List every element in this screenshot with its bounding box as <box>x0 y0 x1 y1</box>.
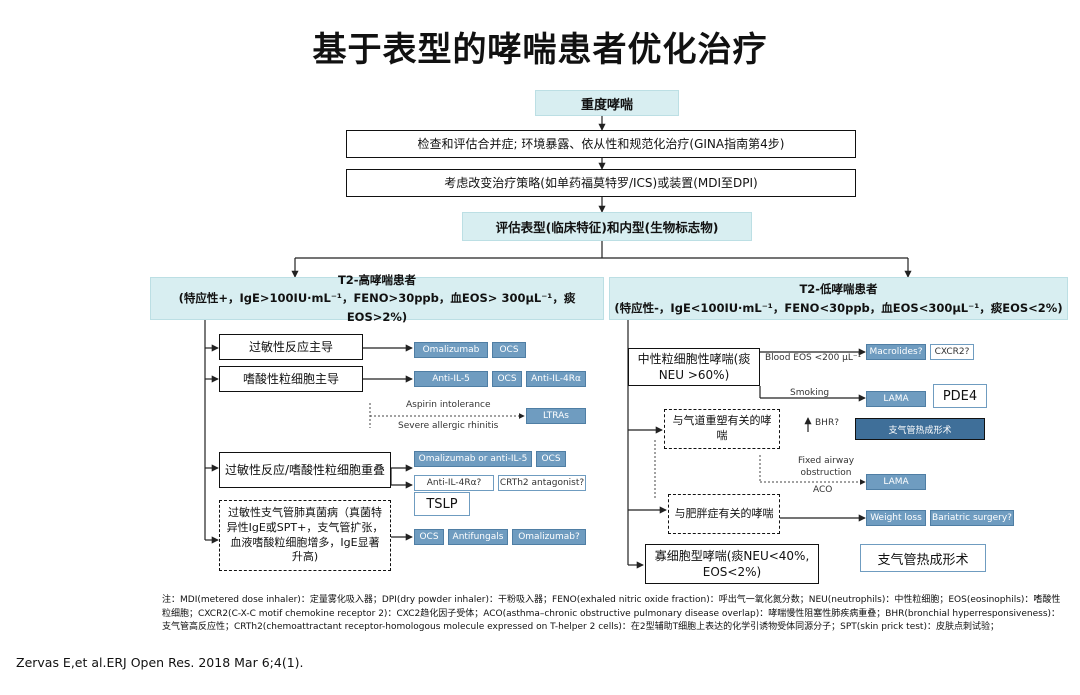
comorbidity-check-box: 检查和评估合并症; 环境暴露、依从性和规范化治疗(GINA指南第4步) <box>346 130 856 158</box>
cxcr2-tag: CXCR2? <box>930 344 974 360</box>
omalizumab-q-tag: Omalizumab? <box>512 529 586 545</box>
t2-low-header: T2-低哮喘患者 (特应性-，IgE<100IU·mL⁻¹，FENO<30ppb… <box>609 277 1068 320</box>
ocs-tag-2: OCS <box>492 371 522 387</box>
ocs-tag-3: OCS <box>536 451 566 467</box>
omalizumab-tag: Omalizumab <box>414 342 488 358</box>
bhr-label: BHR? <box>815 418 839 428</box>
t2-high-title: T2-高哮喘患者 <box>337 272 417 287</box>
anti-il4-tag: Anti-IL-4Rα <box>526 371 586 387</box>
neutrophilic-asthma-box: 中性粒细胞性哮喘(痰NEU >60%) <box>628 348 760 386</box>
severe-asthma-box: 重度哮喘 <box>535 90 679 116</box>
strategy-change-box: 考虑改变治疗策略(如单药福莫特罗/ICS)或装置(MDI至DPI) <box>346 169 856 197</box>
tslp-box: TSLP <box>414 492 470 516</box>
citation: Zervas E,et al.ERJ Open Res. 2018 Mar 6;… <box>16 655 304 670</box>
pde4-box: PDE4 <box>933 384 987 408</box>
anti-il4q-tag: Anti-IL-4Rα? <box>414 475 494 491</box>
allergy-dominant-box: 过敏性反应主导 <box>219 334 363 360</box>
t2-low-criteria: (特应性-，IgE<100IU·mL⁻¹，FENO<30ppb，血EOS<300… <box>614 300 1063 315</box>
abpa-box: 过敏性支气管肺真菌病（真菌特异性IgE或SPT+，支气管扩张，血液嗜酸粒细胞增多… <box>219 500 391 571</box>
omalizumab-or-il5-tag: Omalizumab or anti-IL-5 <box>414 451 532 467</box>
ocs-tag: OCS <box>492 342 526 358</box>
anti-il5-tag: Anti-IL-5 <box>414 371 488 387</box>
obesity-asthma-box: 与肥胖症有关的哮喘 <box>668 494 780 534</box>
lama-tag-2: LAMA <box>866 474 926 490</box>
rhinitis-label: Severe allergic rhinitis <box>398 421 499 431</box>
ltras-tag: LTRAs <box>526 408 586 424</box>
antifungals-tag: Antifungals <box>448 529 508 545</box>
weight-loss-tag: Weight loss <box>866 510 926 526</box>
crth2-tag: CRTh2 antagonist? <box>498 475 586 491</box>
bariatric-tag: Bariatric surgery? <box>930 510 1014 526</box>
t2-low-title: T2-低哮喘患者 <box>799 282 878 297</box>
aspirin-label: Aspirin intolerance <box>406 400 491 410</box>
paucigranulocytic-asthma-box: 寡细胞型哮喘(痰NEU<40%, EOS<2%) <box>645 544 819 584</box>
lama-tag: LAMA <box>866 391 926 407</box>
ocs-tag-4: OCS <box>414 529 444 545</box>
eosinophil-dominant-box: 嗜酸性粒细胞主导 <box>219 366 363 392</box>
overlap-box: 过敏性反应/嗜酸性粒细胞重叠 <box>219 452 391 488</box>
t2-high-criteria: (特应性+，IgE>100IU·mL⁻¹，FENO>30ppb，血EOS> 30… <box>178 291 576 324</box>
t2-high-header: T2-高哮喘患者 (特应性+，IgE>100IU·mL⁻¹，FENO>30ppb… <box>150 273 604 324</box>
smoking-label: Smoking <box>790 388 830 398</box>
thermoplasty-tag: 支气管热成形术 <box>855 418 985 440</box>
remodeling-asthma-box: 与气道重塑有关的哮喘 <box>664 409 780 449</box>
macrolides-tag: Macrolides? <box>866 344 926 360</box>
abbreviation-note: 注：MDI(metered dose inhaler)：定量雾化吸入器；DPI(… <box>162 595 1061 632</box>
thermoplasty-box: 支气管热成形术 <box>860 544 986 572</box>
fixed-obstruction-label: Fixed airway obstruction <box>797 456 855 479</box>
page-title: 基于表型的哮喘患者优化治疗 <box>312 30 768 70</box>
phenotype-assessment-box: 评估表型(临床特征)和内型(生物标志物) <box>462 212 752 241</box>
aco-label: ACO <box>813 485 833 495</box>
blood-eos-label: Blood EOS <200 μL⁻¹ <box>765 353 862 363</box>
